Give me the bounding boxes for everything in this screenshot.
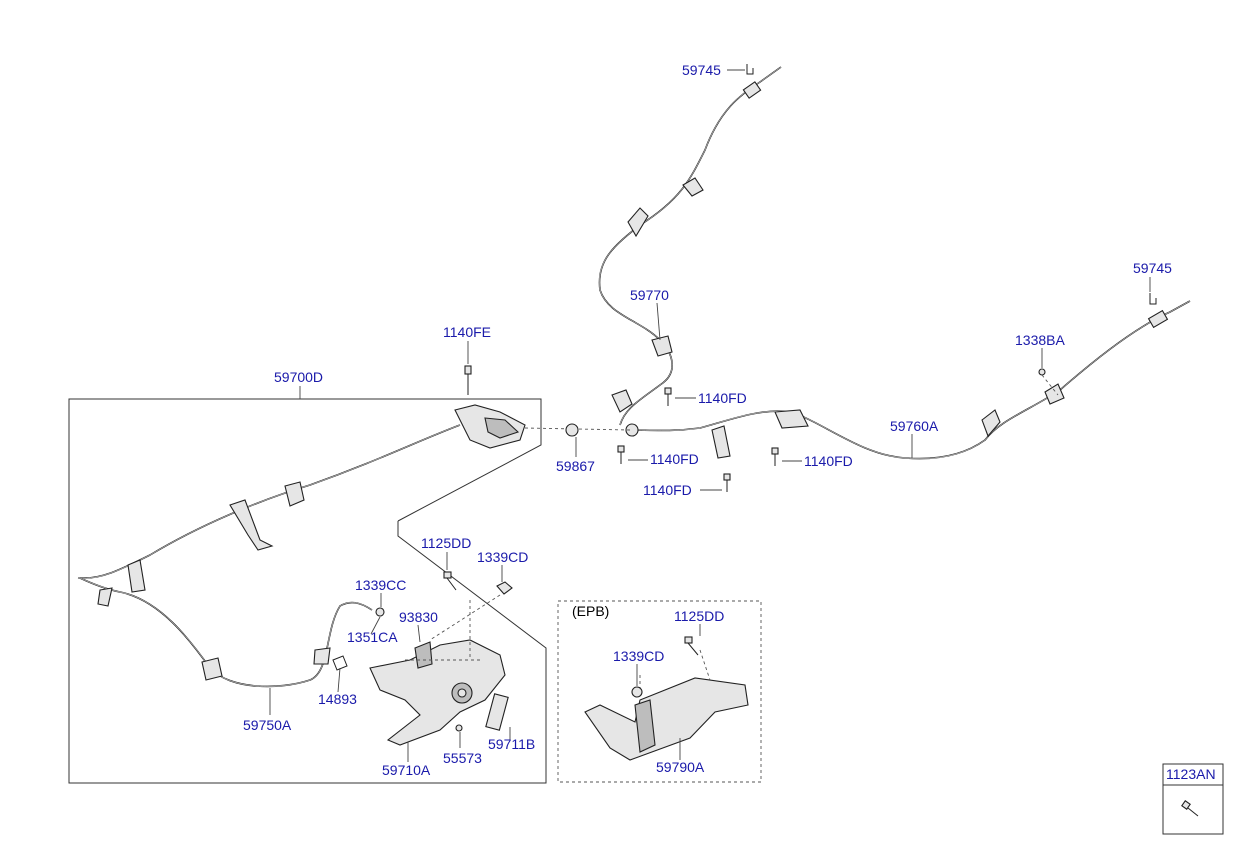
label-59710A: 59710A [382,762,431,778]
hardware [332,64,1199,817]
label-1140FE: 1140FE [443,324,491,340]
label-1140FD-a: 1140FD [698,390,747,406]
cable-59760A [625,300,1191,460]
label-59867: 59867 [556,458,595,474]
label-1125DD-main: 1125DD [421,535,471,551]
epb-bracket-59790A [584,649,749,761]
label-1125DD-epb: 1125DD [674,608,724,624]
pedal-assembly-59710A [369,600,509,746]
label-59770: 59770 [630,287,669,303]
cable-59770 [598,66,782,426]
label-1339CC: 1339CC [355,577,406,593]
label-59745-top: 59745 [682,62,721,78]
label-legend-1123AN: 1123AN [1166,766,1216,782]
label-59700D: 59700D [274,369,323,385]
label-1338BA: 1338BA [1015,332,1065,348]
label-14893: 14893 [318,691,357,707]
label-59790A: 59790A [656,759,705,775]
label-55573: 55573 [443,750,482,766]
label-1339CD-epb: 1339CD [613,648,664,664]
label-59760A: 59760A [890,418,939,434]
legend-box [1162,763,1224,835]
label-59745-right: 59745 [1133,260,1172,276]
label-1351CA: 1351CA [347,629,398,645]
part-59867 [565,423,579,437]
label-1140FD-b: 1140FD [650,451,699,467]
label-93830: 93830 [399,609,438,625]
leader-lines [269,69,1151,762]
label-59750A: 59750A [243,717,292,733]
label-1140FD-c: 1140FD [643,482,692,498]
label-epb-title: (EPB) [572,603,609,619]
label-59711B: 59711B [488,736,535,752]
label-1140FD-d: 1140FD [804,453,853,469]
label-1339CD-main: 1339CD [477,549,528,565]
cable-59750A [77,404,526,688]
